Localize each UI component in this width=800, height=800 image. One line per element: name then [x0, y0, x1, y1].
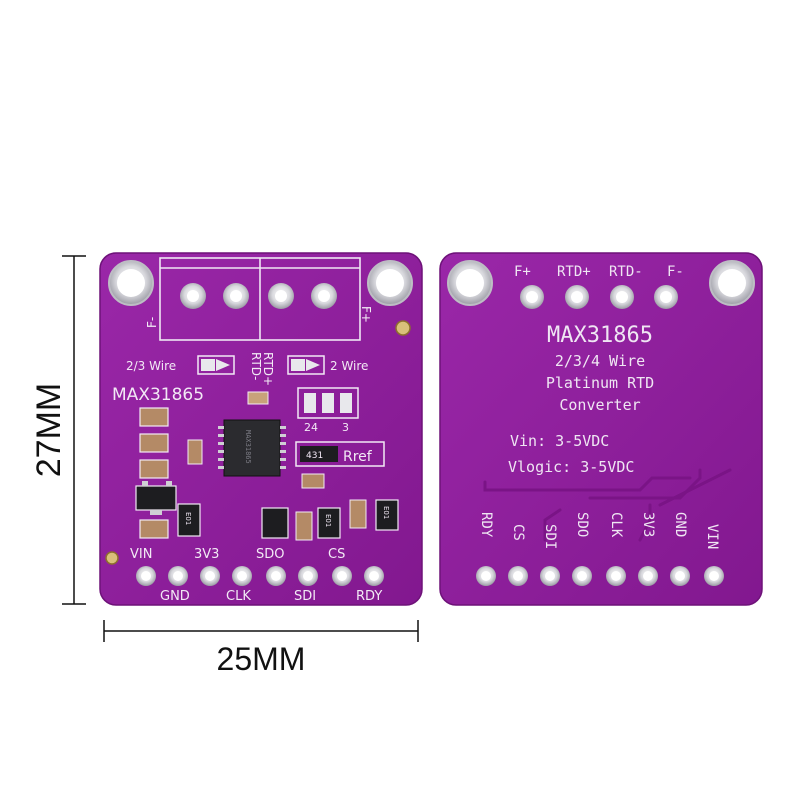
svg-text:SDI: SDI	[294, 589, 316, 604]
back-line1: 2/3/4 Wire	[555, 352, 645, 370]
svg-text:E01: E01	[382, 506, 390, 519]
back-header-pins	[476, 566, 724, 586]
back-vlogic-spec: Vlogic: 3-5VDC	[508, 458, 634, 476]
svg-text:3V3: 3V3	[640, 512, 656, 537]
rref-label: Rref	[343, 449, 373, 465]
back-terminal-labels: F+ RTD+ RTD- F-	[514, 264, 684, 280]
back-vin-spec: Vin: 3-5VDC	[510, 432, 609, 450]
front-pin-labels-top: VIN 3V3 SDO CS	[130, 547, 345, 562]
front-terminal-pads	[180, 283, 337, 309]
capacitors	[139, 407, 169, 539]
height-label: 27MM	[30, 383, 68, 477]
svg-text:E01: E01	[184, 512, 192, 525]
solder-jumper-label-24: 24	[304, 421, 318, 434]
front-chip-name: MAX31865	[112, 385, 204, 405]
svg-text:CLK: CLK	[226, 589, 251, 604]
svg-text:RDY: RDY	[356, 589, 382, 604]
back-chip-name: MAX31865	[547, 323, 653, 348]
svg-text:RDY: RDY	[478, 512, 494, 538]
solder-jumper	[297, 387, 359, 419]
svg-text:RTD-: RTD-	[609, 264, 643, 280]
front-rtd-minus-label: RTD-	[249, 352, 263, 380]
svg-text:CS: CS	[328, 547, 345, 562]
jumper-left	[197, 355, 235, 375]
svg-text:GND: GND	[672, 512, 688, 537]
diodes: E01 E01 E01	[177, 499, 399, 541]
jumper-right-label: 2 Wire	[330, 359, 368, 373]
svg-text:GND: GND	[160, 589, 190, 604]
voltage-regulator	[135, 481, 177, 515]
rref-resistor: 431 Rref	[295, 441, 385, 467]
svg-text:VIN: VIN	[704, 524, 720, 549]
svg-text:SDI: SDI	[542, 524, 558, 549]
max31865-ic: MAX31865	[218, 419, 286, 477]
solder-jumper-label-3: 3	[342, 421, 349, 434]
front-rtd-plus-label: RTD+	[261, 352, 275, 386]
front-f-minus-label: F-	[145, 317, 159, 328]
back-traces	[483, 468, 732, 542]
front-f-plus-label: F+	[359, 306, 373, 323]
back-line2: Platinum RTD	[546, 374, 654, 392]
svg-text:MAX31865: MAX31865	[244, 430, 252, 464]
svg-text:3V3: 3V3	[194, 547, 219, 562]
svg-text:E01: E01	[324, 514, 332, 527]
front-header-pins	[136, 566, 384, 586]
width-label: 25MM	[217, 641, 306, 677]
back-board: F+ RTD+ RTD- F- MAX31865 2/3/4 Wire Plat…	[439, 252, 763, 606]
svg-text:F+: F+	[514, 264, 531, 280]
svg-text:F-: F-	[667, 264, 684, 280]
height-dimension	[62, 255, 86, 605]
front-board: F- F+ RTD- RTD+ 2/3 Wire 2 Wire MAX31865	[99, 252, 423, 606]
svg-text:CLK: CLK	[608, 512, 624, 538]
back-pin-labels: RDY CS SDI SDO CLK 3V3 GND VIN	[478, 512, 720, 549]
svg-text:VIN: VIN	[130, 547, 152, 562]
jumper-left-label: 2/3 Wire	[126, 359, 176, 373]
svg-text:CS: CS	[510, 524, 526, 541]
width-dimension	[103, 620, 419, 642]
back-line3: Converter	[559, 396, 640, 414]
svg-text:SDO: SDO	[256, 547, 285, 562]
svg-text:RTD+: RTD+	[557, 264, 591, 280]
svg-text:SDO: SDO	[574, 512, 590, 537]
front-pin-labels-bottom: GND CLK SDI RDY	[160, 589, 382, 604]
back-terminal-pads	[520, 285, 678, 309]
svg-text:431: 431	[306, 451, 323, 461]
jumper-right	[287, 355, 325, 375]
